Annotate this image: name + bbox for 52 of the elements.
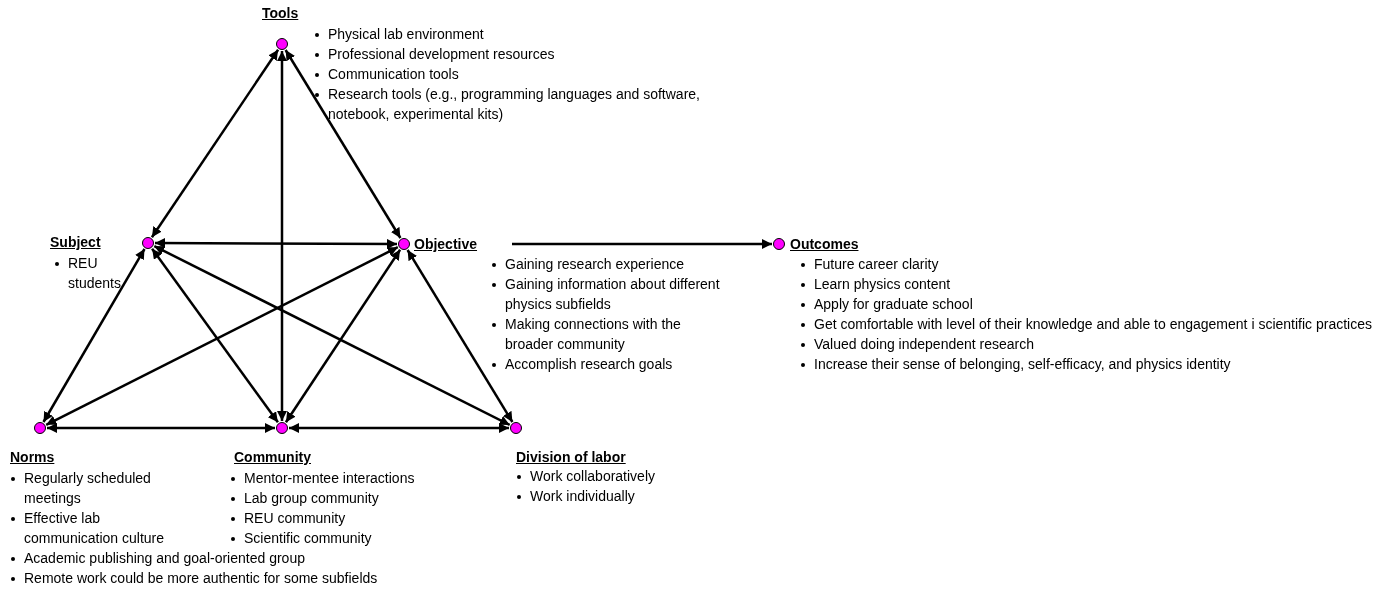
node-heading: Objective [414,235,478,253]
node-circle [398,238,410,250]
arrow [512,239,772,249]
bullet-item: Gaining information about different physics subfields [487,274,729,314]
bullet-item: Gaining research experience [487,254,729,274]
bullet-item: Physical lab environment [310,24,730,44]
bullet-item: Academic publishing and goal-oriented group [6,548,436,568]
bullet-item: Work collaboratively [512,466,732,486]
bullet-item: Remote work could be more authentic for some subfields [6,568,436,588]
arrow [284,49,402,239]
bullet-item: Effective lab communication culture [6,508,196,548]
arrow [151,247,279,424]
arrow [284,249,402,423]
node-heading: Tools [262,4,299,22]
node-circle [276,38,288,50]
node-circle [510,422,522,434]
node-heading: Subject [50,233,101,251]
bullet-item: Making connections with the broader community [487,314,729,354]
arrow [406,249,514,423]
arrow [277,51,287,421]
arrow [155,238,397,249]
bullet-item: Professional development resources [310,44,730,64]
bullet-item: Accomplish research goals [487,354,729,374]
arrow [150,49,280,238]
arrow [42,248,146,423]
node-circle [142,237,154,249]
bullet-item: Scientific community [226,528,486,548]
bullet-item: Increase their sense of belonging, self-efficacy, and physics identity [796,354,1376,374]
bullet-item: Research tools (e.g., programming languages and software, notebook, experimental kits) [310,84,730,124]
arrow [47,423,275,433]
node-heading: Norms [10,448,55,466]
bullet-item: Valued doing independent research [796,334,1376,354]
bullet-item: Get comfortable with level of their knowledge and able to engagement i scientific practices [796,314,1376,334]
bullet-item: Communication tools [310,64,730,84]
bullet-item: Mentor-mentee interactions [226,468,486,488]
node-heading: Outcomes [790,235,859,253]
bullet-item: Regularly scheduled meetings [6,468,196,508]
node-heading: Division of labor [516,448,626,466]
bullet-item: Work individually [512,486,732,506]
arrow [153,245,511,426]
bullet-item: REU community [226,508,486,528]
arrow [45,246,399,426]
bullet-item: REU students [50,253,130,293]
bullet-item: Learn physics content [796,274,1376,294]
node-circle [773,238,785,250]
node-circle [34,422,46,434]
bullet-item: Future career clarity [796,254,1376,274]
node-heading: Community [234,448,311,466]
bullet-item: Apply for graduate school [796,294,1376,314]
bullet-item: Lab group community [226,488,486,508]
arrow [289,423,509,433]
node-circle [276,422,288,434]
